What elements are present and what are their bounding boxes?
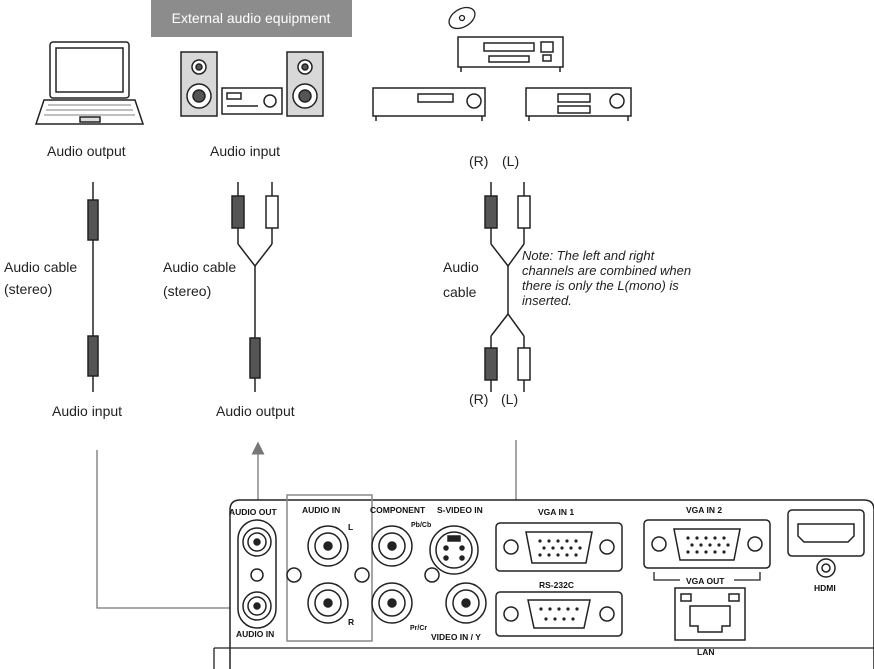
hdmi-port[interactable] bbox=[787, 509, 865, 578]
speaker-system-icon bbox=[180, 51, 324, 117]
vga-in-2-label: VGA IN 2 bbox=[686, 505, 722, 515]
vga-out-bracket bbox=[653, 572, 761, 581]
lan-port[interactable] bbox=[674, 587, 746, 641]
banner-text: External audio equipment bbox=[172, 10, 331, 26]
pb-cb-label: Pb/Cb bbox=[411, 522, 431, 529]
stereo-cable-1-label-1: Audio cable bbox=[4, 259, 77, 275]
audio-out-label: AUDIO OUT bbox=[229, 507, 278, 517]
audio-in-top-label: AUDIO IN bbox=[302, 505, 340, 515]
rs232c-label: RS-232C bbox=[539, 580, 574, 590]
stereo-cable-2-end-label: Audio output bbox=[216, 403, 295, 419]
stereo-cable-2 bbox=[231, 182, 279, 392]
av-player-icons bbox=[372, 36, 632, 121]
video-in-y-jack[interactable] bbox=[445, 582, 487, 624]
video-in-y-label: VIDEO IN / Y bbox=[431, 632, 481, 642]
cd-disc-icon bbox=[448, 6, 476, 30]
component-label: COMPONENT bbox=[370, 505, 426, 515]
rca-cable-bottom-r: (R) bbox=[469, 391, 488, 407]
rca-cable-label-1: Audio bbox=[443, 259, 479, 275]
stereo-cable-2-label-2: (stereo) bbox=[163, 283, 211, 299]
rs232c-port[interactable] bbox=[495, 591, 623, 637]
vga-in-2-port[interactable] bbox=[643, 519, 771, 569]
note-line-3: there is only the L(mono) is bbox=[522, 278, 679, 293]
stereo-cable-1 bbox=[87, 182, 99, 392]
s-video-in-label: S-VIDEO IN bbox=[437, 505, 483, 515]
rca-cable bbox=[484, 182, 531, 392]
lan-label: LAN bbox=[697, 647, 714, 657]
stereo-cable-2-label-1: Audio cable bbox=[163, 259, 236, 275]
pr-cr-label: Pr/Cr bbox=[410, 625, 427, 632]
stereo-cable-1-end-label: Audio input bbox=[52, 403, 122, 419]
vga-in-1-port[interactable] bbox=[495, 522, 623, 572]
speakers-label: Audio input bbox=[210, 143, 280, 159]
stereo-cable-1-label-2: (stereo) bbox=[4, 281, 52, 297]
av-label-r: (R) bbox=[469, 153, 488, 169]
audio-in-lr-jacks[interactable] bbox=[286, 494, 373, 642]
audio-in-bottom-label: AUDIO IN bbox=[236, 629, 274, 639]
note-line-2: channels are combined when bbox=[522, 263, 691, 278]
audio-in-r-label: R bbox=[348, 617, 354, 627]
av-label-l: (L) bbox=[502, 153, 519, 169]
note-line-1: Note: The left and right bbox=[522, 248, 656, 263]
s-video-in-jack[interactable] bbox=[424, 525, 479, 583]
vga-out-label: VGA OUT bbox=[686, 576, 725, 586]
laptop-label: Audio output bbox=[47, 143, 126, 159]
audio-in-l-label: L bbox=[348, 522, 353, 532]
note-line-4: inserted. bbox=[522, 293, 572, 308]
external-audio-banner: External audio equipment bbox=[151, 0, 352, 37]
audio-out-jack[interactable] bbox=[237, 519, 277, 629]
hdmi-label: HDMI bbox=[814, 583, 836, 593]
laptop-icon bbox=[34, 41, 145, 125]
rca-cable-label-2: cable bbox=[443, 284, 477, 300]
rca-cable-bottom-l: (L) bbox=[501, 391, 518, 407]
vga-in-1-label: VGA IN 1 bbox=[538, 507, 574, 517]
component-jacks[interactable] bbox=[371, 525, 413, 624]
